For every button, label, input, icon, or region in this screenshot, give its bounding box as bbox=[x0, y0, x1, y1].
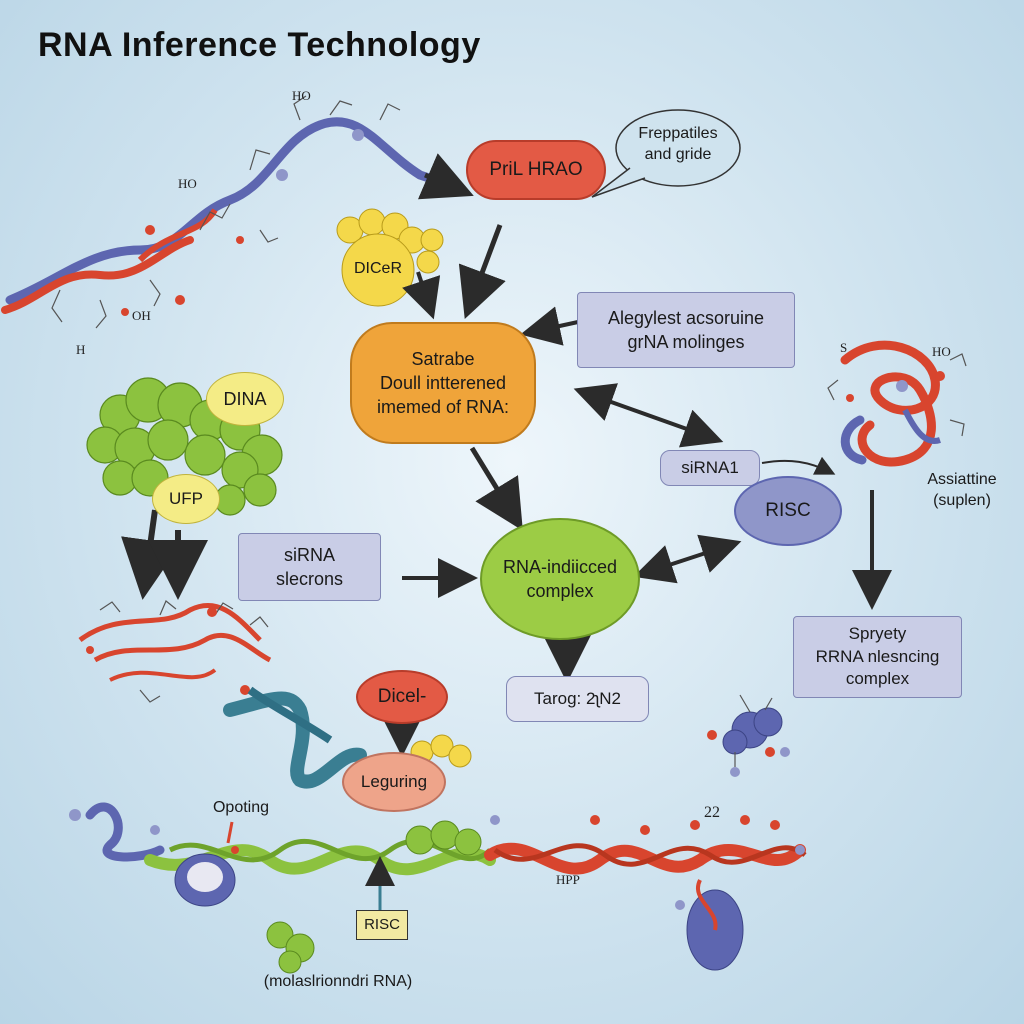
mol-h-left: H bbox=[76, 342, 86, 357]
top-left-rna-strand bbox=[1, 95, 455, 329]
pri-hrao-node: PriL HRAO bbox=[466, 140, 606, 200]
mol-ho-right: HO bbox=[932, 344, 951, 359]
satrabe-node: Satrabe Doull intterened imemed of RNA: bbox=[350, 322, 536, 444]
blue-molecule bbox=[707, 694, 790, 777]
mol-ho-left: HO bbox=[178, 176, 197, 191]
bottom-rna-strand bbox=[69, 802, 807, 971]
left-tangled-rna bbox=[78, 600, 272, 703]
assiattine-label: Assiattine (suplen) bbox=[927, 471, 997, 509]
teal-ribbon bbox=[223, 686, 367, 789]
mol-ho-top: HO bbox=[292, 88, 311, 103]
opoting-label: Opoting bbox=[212, 799, 270, 816]
ufp-node: UFP bbox=[152, 474, 220, 524]
small-green-blob bbox=[266, 921, 315, 974]
leguring-yellow-balls bbox=[410, 734, 472, 768]
dicel-node: Dicel- bbox=[356, 670, 448, 724]
mol-hpp: HPP bbox=[556, 872, 580, 887]
risc-right-node: RISC bbox=[734, 476, 842, 546]
right-protein-structure bbox=[827, 340, 967, 467]
spryety-box: Spryety RRNA nlesncing complex bbox=[793, 616, 962, 698]
rna-induced-complex-node: RNA-indiicced complex bbox=[480, 518, 640, 640]
risc-bottom-box: RISC bbox=[356, 910, 408, 940]
arrow-strand-to-pri bbox=[417, 153, 474, 200]
tarog-box: Tarog: 2ʅN2 bbox=[506, 676, 649, 722]
page-title: RNA Inference Technology bbox=[38, 26, 481, 64]
sirna-slecrons-box: siRNA slecrons bbox=[238, 533, 381, 601]
dicer-cluster-shape bbox=[336, 208, 444, 307]
sirna1-box: siRNA1 bbox=[660, 450, 760, 486]
alegylest-box: Alegylest acsoruine grNA molinges bbox=[577, 292, 795, 368]
green-cluster-shape bbox=[86, 377, 283, 516]
mol-s-right: S bbox=[840, 340, 848, 355]
molasl-label: (molaslrionndri RNA) bbox=[263, 973, 413, 990]
dicer-top-label: DICeR bbox=[353, 260, 402, 278]
speech-bubble-text: Freppatiles and gride bbox=[638, 125, 718, 163]
dina-node: DINA bbox=[206, 372, 284, 426]
leguring-node: Leguring bbox=[342, 752, 446, 812]
speech-bubble-shape bbox=[591, 109, 741, 198]
mol-oh-left: OH bbox=[132, 308, 151, 323]
mol-22: 22 bbox=[704, 804, 720, 821]
